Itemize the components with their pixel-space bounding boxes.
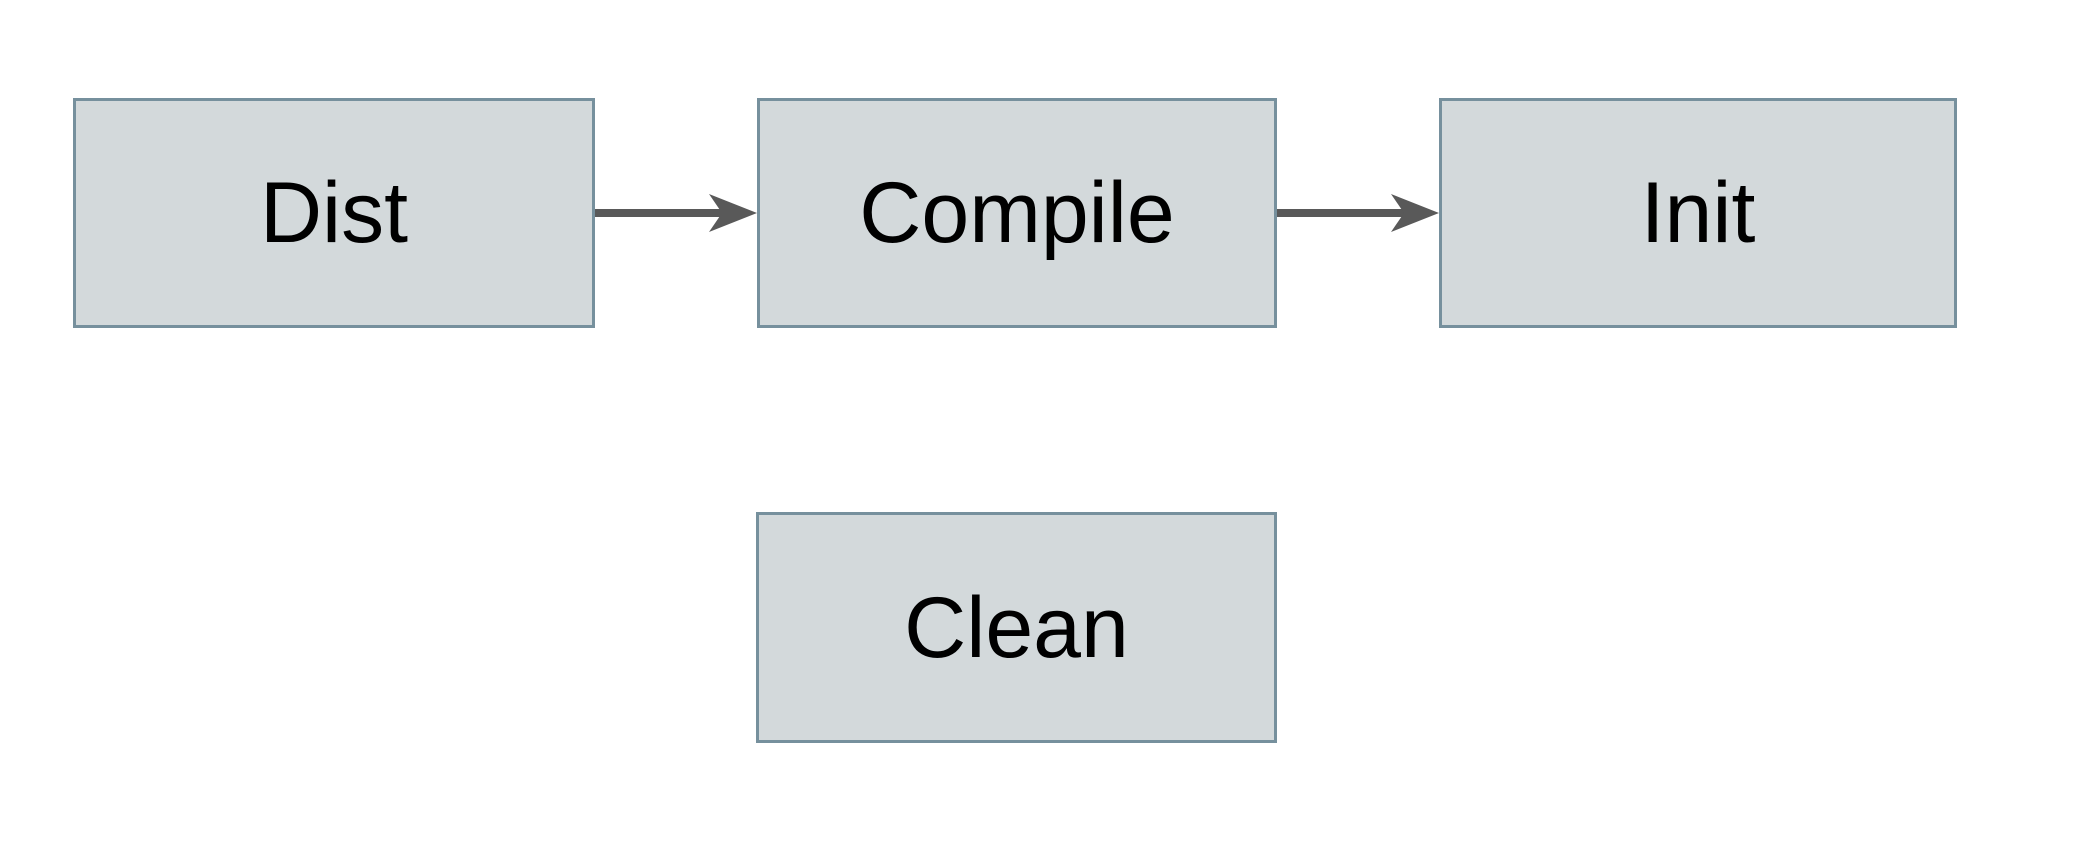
node-compile: Compile <box>757 98 1277 328</box>
arrowhead-icon <box>1391 194 1439 232</box>
arrowhead-icon <box>709 194 757 232</box>
node-init-label: Init <box>1640 165 1756 261</box>
node-dist: Dist <box>73 98 595 328</box>
node-init: Init <box>1439 98 1957 328</box>
node-clean-label: Clean <box>904 579 1129 676</box>
node-dist-label: Dist <box>259 165 409 261</box>
node-compile-label: Compile <box>859 165 1175 261</box>
arrow-dist-to-compile <box>595 194 757 232</box>
node-clean: Clean <box>756 512 1277 743</box>
arrow-compile-to-init <box>1277 194 1439 232</box>
